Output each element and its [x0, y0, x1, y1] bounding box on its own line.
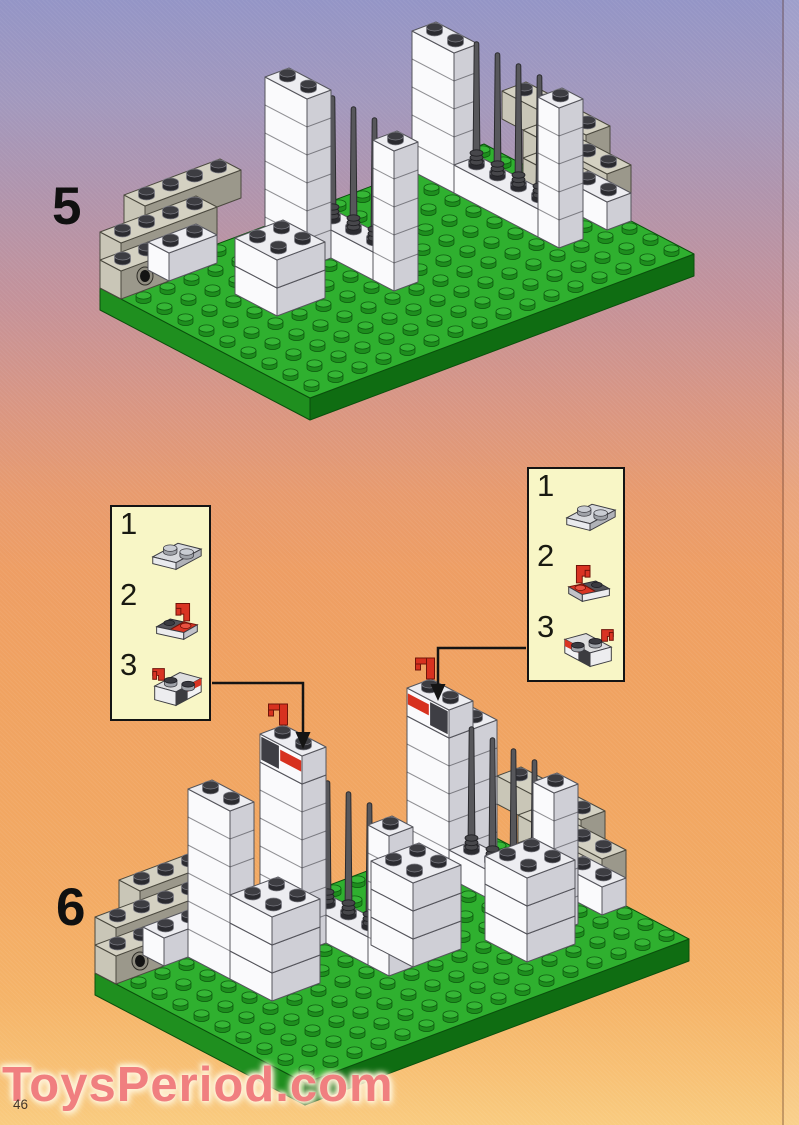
gray-brick: [522, 120, 632, 203]
antenna: [485, 737, 500, 862]
antenna: [325, 95, 340, 220]
technic-hole-brick: [517, 833, 585, 894]
antenna: [367, 117, 382, 242]
white-stack: [484, 893, 576, 963]
step6-model-illustration: [94, 657, 690, 1106]
white-stack: [229, 876, 321, 946]
parts-callout-right: 1 2 3: [527, 467, 625, 682]
white-stack: [484, 865, 576, 935]
white-column: [372, 130, 419, 292]
antenna: [346, 106, 361, 231]
scan-edge-line: [782, 0, 784, 1125]
scan-edge-strip: [784, 0, 799, 1125]
white-column: [537, 87, 584, 249]
callout-row: 1: [529, 469, 623, 539]
white-column: [406, 706, 474, 879]
white-stack: [234, 247, 326, 317]
antenna: [362, 802, 377, 927]
white-stack: [370, 842, 462, 912]
white-brick: [142, 908, 213, 967]
left-callout-arrow: [212, 681, 311, 749]
antenna: [320, 780, 335, 905]
part-number: 3: [537, 608, 555, 644]
right-callout-arrow: [430, 646, 526, 701]
gray-brick: [94, 880, 213, 957]
white-stack: [484, 837, 576, 907]
antenna: [527, 759, 542, 884]
technic-hole-brick: [99, 241, 170, 300]
part-number: 1: [537, 468, 555, 503]
antenna: [469, 41, 484, 166]
part-number: 3: [120, 647, 138, 683]
technic-hole-brick: [94, 926, 165, 985]
watermark: ToysPeriod.com: [2, 1058, 394, 1112]
gray-brick: [496, 766, 606, 849]
red-tap-plate-icon: [155, 603, 199, 641]
step5-number: 5: [52, 177, 82, 236]
callout-row: 3: [112, 648, 209, 719]
part-number: 1: [120, 506, 138, 541]
parts-callout-left: 1 2 3: [110, 505, 211, 721]
white-wall: [288, 198, 398, 281]
white-stack: [229, 932, 321, 1002]
callout-row: 1: [112, 507, 209, 578]
white-wall: [453, 155, 563, 238]
part-number: 2: [120, 576, 138, 612]
white-wall: [283, 883, 393, 966]
baseplate: [99, 143, 695, 421]
white-wall: [448, 840, 558, 923]
antenna: [304, 84, 319, 209]
white-brick: [559, 855, 627, 916]
red-stripe-brick-tap-icon: [152, 668, 203, 707]
red-stripe-brick: [259, 703, 327, 785]
callout-row: 2: [112, 578, 209, 649]
antenna: [506, 748, 521, 873]
white-brick: [564, 170, 632, 231]
step6-number: 6: [56, 878, 86, 937]
gray-brick: [501, 81, 611, 164]
white-stack: [370, 870, 462, 940]
white-column: [411, 21, 479, 194]
white-column: [430, 697, 498, 870]
gray-brick: [99, 195, 218, 272]
technic-hole-brick: [522, 148, 590, 209]
page-number: 46: [13, 1097, 29, 1112]
plate-1x2-gray-icon: [565, 504, 617, 532]
part-number: 2: [537, 538, 555, 574]
white-stack: [234, 219, 326, 289]
antenna: [464, 726, 479, 851]
gray-brick: [517, 805, 627, 888]
red-tap-plate-icon-mirrored: [567, 564, 611, 602]
gray-brick: [123, 158, 242, 235]
white-brick: [147, 223, 218, 282]
antenna: [511, 63, 526, 188]
antenna: [341, 791, 356, 916]
white-column: [264, 67, 332, 268]
antenna: [299, 769, 314, 894]
antenna: [490, 52, 505, 177]
callout-row: 3: [529, 610, 623, 680]
callout-row: 2: [529, 539, 623, 609]
white-stack: [370, 898, 462, 968]
white-column: [532, 772, 579, 934]
gray-brick: [118, 843, 237, 920]
white-column: [367, 815, 414, 977]
red-stripe-brick: [406, 657, 474, 739]
plate-1x2-gray-icon: [151, 542, 203, 570]
red-stripe-brick-tap-icon-mirrored: [563, 629, 614, 668]
step5-model-illustration: [99, 21, 695, 421]
white-column: [187, 779, 255, 980]
antenna: [532, 74, 547, 199]
white-column: [259, 752, 327, 953]
white-stack: [229, 904, 321, 974]
